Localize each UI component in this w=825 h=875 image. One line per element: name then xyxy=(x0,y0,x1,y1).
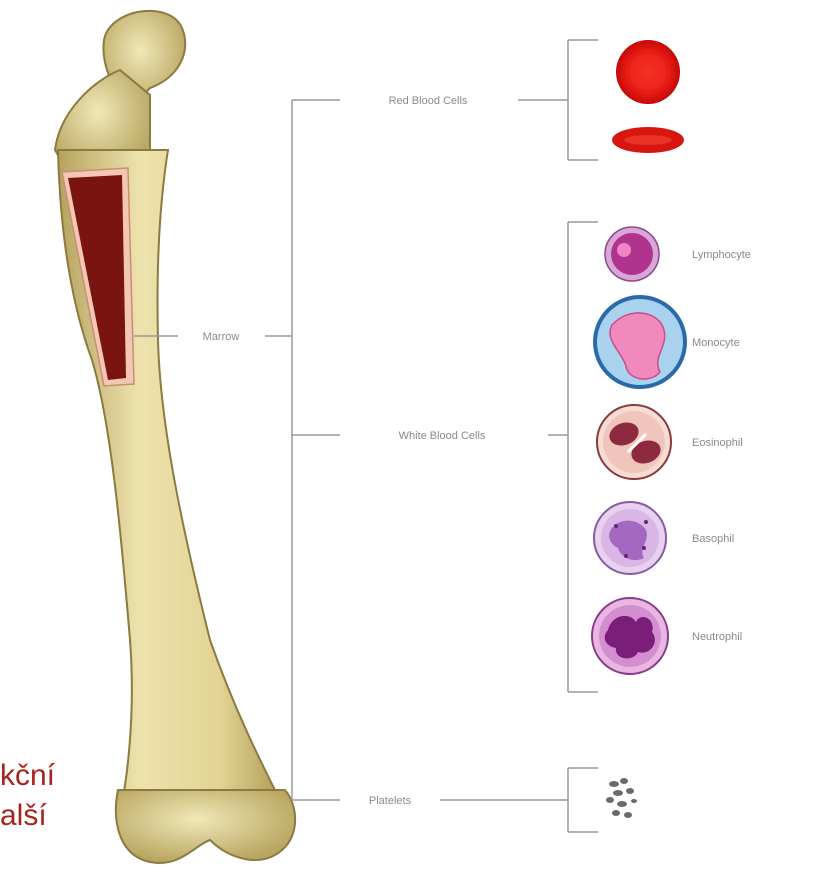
neutrophil-cell xyxy=(592,598,668,674)
monocyte-label: Monocyte xyxy=(692,337,740,349)
eosinophil-cell xyxy=(597,405,671,479)
femur-bone xyxy=(55,11,295,863)
caption-line-2: alší xyxy=(0,798,47,834)
platelets-cluster xyxy=(606,778,637,818)
neutrophil-label: Neutrophil xyxy=(692,631,742,643)
red-blood-cells-label: Red Blood Cells xyxy=(389,95,468,107)
lymphocyte-cell xyxy=(605,227,659,281)
platelet-bracket xyxy=(440,768,598,832)
lymphocyte-label: Lymphocyte xyxy=(692,249,751,261)
red-cell-bracket xyxy=(518,40,598,160)
caption-line-1: kční xyxy=(0,758,55,794)
eosinophil-label: Eosinophil xyxy=(692,437,743,449)
basophil-label: Basophil xyxy=(692,533,734,545)
monocyte-cell xyxy=(593,295,687,389)
white-cell-bracket xyxy=(548,222,598,692)
platelets-label: Platelets xyxy=(369,795,412,807)
white-blood-cells-label: White Blood Cells xyxy=(399,430,486,442)
marrow-label: Marrow xyxy=(203,331,240,343)
basophil-cell xyxy=(594,502,666,574)
